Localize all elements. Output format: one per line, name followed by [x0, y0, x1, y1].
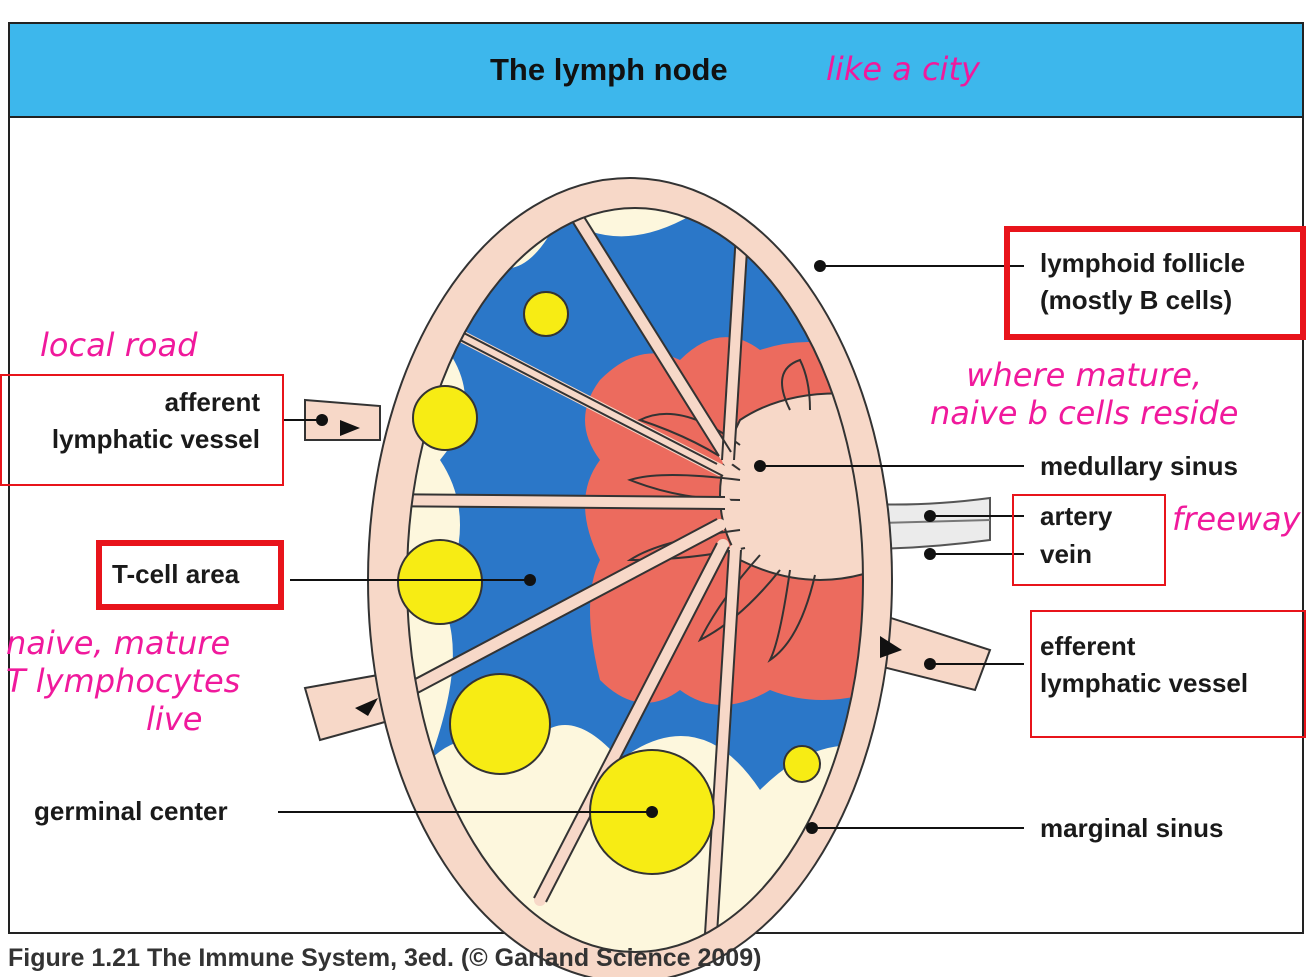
label-marginal-sinus: marginal sinus: [1040, 813, 1224, 843]
flow-arrows: [340, 420, 902, 716]
highlight-box-efferent-vessel: [1030, 610, 1306, 738]
label-efferent-vessel: efferent lymphatic vessel: [1040, 631, 1249, 698]
highlight-box-artery-vein: [1012, 494, 1166, 586]
label-lymphoid-follicle: lymphoid follicle (mostly B cells): [1040, 248, 1246, 315]
germinal-center-circle: [397, 539, 483, 625]
afferent-vessel-upper: [304, 398, 381, 441]
label-artery: artery: [1040, 501, 1113, 531]
highlight-box-lymphoid-follicle: [1004, 226, 1306, 340]
figure-caption: Figure 1.21 The Immune System, 3ed. (© G…: [8, 944, 762, 972]
germinal-center-circle: [449, 673, 551, 775]
figure-title: The lymph node: [490, 52, 728, 87]
germinal-center-circle: [523, 291, 569, 337]
note-b-cells: where mature, naive b cells reside: [930, 356, 1239, 432]
note-freeway: freeway: [1172, 500, 1301, 538]
note-t-cells: naive, mature T lymphocytes live: [6, 624, 241, 738]
label-t-cell-area: T-cell area: [112, 559, 240, 589]
highlight-box-t-cell-area: [96, 540, 284, 610]
label-medullary-sinus: medullary sinus: [1040, 451, 1238, 481]
label-germinal-center: germinal center: [34, 796, 228, 826]
germinal-center-circle: [783, 745, 821, 783]
title-bar: The lymph node: [10, 24, 1302, 118]
note-local-road: local road: [40, 326, 198, 364]
label-afferent-vessel: afferent lymphatic vessel: [51, 387, 260, 454]
label-vein: vein: [1040, 539, 1093, 569]
highlight-box-afferent-vessel: [0, 374, 284, 486]
note-like-a-city: like a city: [826, 50, 980, 88]
germinal-center-circle: [412, 385, 478, 451]
